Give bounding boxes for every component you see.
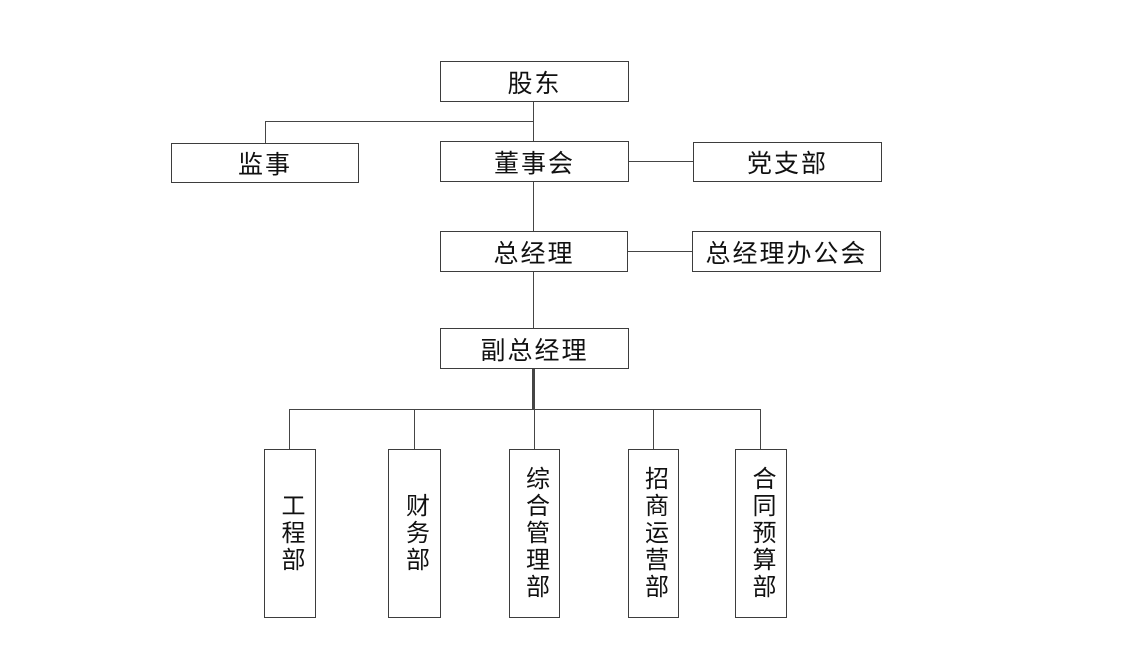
connector-stub-dept-3 xyxy=(534,409,535,449)
node-party-branch: 党支部 xyxy=(693,142,882,182)
node-dept-engineering: 工程部 xyxy=(264,449,316,618)
node-dept-general-management: 综合管理部 xyxy=(509,449,560,618)
node-dept-general-management-label: 综合管理部 xyxy=(521,466,549,601)
connector-stub-dept-4 xyxy=(653,409,654,449)
node-dept-contract-budget: 合同预算部 xyxy=(735,449,787,618)
node-dept-investment-operations-label: 招商运营部 xyxy=(640,466,668,601)
node-supervisor-label: 监事 xyxy=(237,151,292,179)
node-dept-engineering-label: 工程部 xyxy=(277,493,304,574)
node-gm-office-meeting-label: 总经理办公会 xyxy=(705,239,868,268)
connector-board-party-branch xyxy=(629,161,693,162)
node-shareholders-label: 股东 xyxy=(507,69,562,98)
connector-deputy-gm-trunk-thick xyxy=(532,369,535,410)
connector-stub-dept-2 xyxy=(414,409,415,449)
node-general-manager-label: 总经理 xyxy=(493,239,575,268)
connector-board-general-manager xyxy=(533,182,534,231)
node-supervisor: 监事 xyxy=(171,143,359,183)
node-party-branch-label: 党支部 xyxy=(746,150,828,178)
node-gm-office-meeting: 总经理办公会 xyxy=(692,231,881,272)
node-dept-contract-budget-label: 合同预算部 xyxy=(748,466,775,601)
node-general-manager: 总经理 xyxy=(440,231,628,272)
connector-branch-to-supervisor-vertical xyxy=(265,121,266,143)
node-dept-finance: 财务部 xyxy=(388,449,441,618)
node-dept-investment-operations: 招商运营部 xyxy=(628,449,679,618)
node-deputy-general-manager: 副总经理 xyxy=(440,328,629,369)
node-dept-finance-label: 财务部 xyxy=(401,493,429,574)
node-board-label: 董事会 xyxy=(493,149,575,178)
connector-stub-dept-1 xyxy=(289,409,290,449)
node-shareholders: 股东 xyxy=(440,61,629,102)
connector-gm-office-meeting xyxy=(628,251,692,252)
connector-departments-bus xyxy=(289,409,761,410)
node-deputy-general-manager-label: 副总经理 xyxy=(480,336,589,365)
node-board: 董事会 xyxy=(440,141,629,182)
connector-gm-deputy-gm xyxy=(533,272,534,328)
connector-stub-dept-5 xyxy=(760,409,761,449)
connector-branch-to-supervisor-horizontal xyxy=(265,121,534,122)
